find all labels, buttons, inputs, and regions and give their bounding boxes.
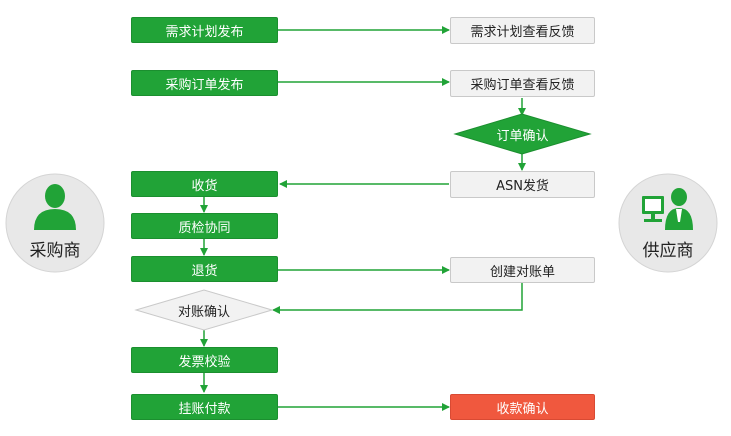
- demand-plan-publish-box[interactable]: 需求计划发布: [131, 17, 278, 43]
- purchase-order-feedback-box[interactable]: 采购订单查看反馈: [450, 70, 595, 97]
- order-confirm-label[interactable]: 订单确认: [496, 128, 549, 144]
- demand-plan-feedback-box[interactable]: 需求计划查看反馈: [450, 17, 595, 44]
- reconcile-confirm-label[interactable]: 对账确认: [177, 304, 230, 320]
- payment-confirm-box[interactable]: 收款确认: [450, 394, 595, 420]
- supplier-label: 供应商: [642, 241, 694, 261]
- receive-goods-box[interactable]: 收货: [131, 171, 278, 197]
- order-confirm-diamond: [453, 113, 592, 155]
- person-at-computer-icon: [642, 188, 693, 230]
- invoice-verify-box[interactable]: 发票校验: [131, 347, 278, 373]
- person-icon: [34, 184, 76, 230]
- quality-collab-box[interactable]: 质检协同: [131, 213, 278, 239]
- arrow-statement-to-reconcile: [272, 283, 523, 314]
- create-statement-box[interactable]: 创建对账单: [450, 257, 595, 283]
- asn-ship-box[interactable]: ASN发货: [450, 171, 595, 198]
- return-goods-box[interactable]: 退货: [131, 256, 278, 282]
- purchase-order-publish-box[interactable]: 采购订单发布: [131, 70, 278, 96]
- payable-payment-box[interactable]: 挂账付款: [131, 394, 278, 420]
- buyer-label: 采购商: [29, 241, 81, 261]
- reconcile-confirm-diamond: [134, 289, 274, 331]
